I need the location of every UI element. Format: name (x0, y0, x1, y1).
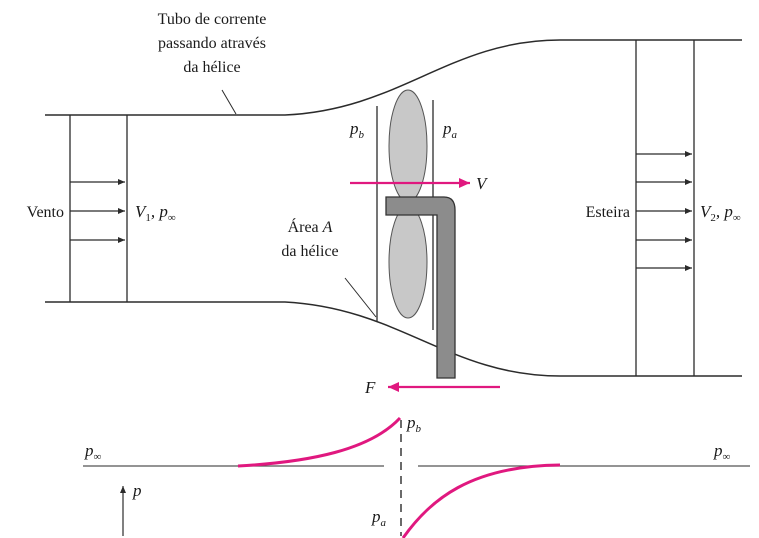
upstream-state-label: V1, p∞ (135, 202, 176, 224)
propeller-shaft (385, 196, 456, 379)
downstream-p-subscript: ∞ (733, 212, 741, 224)
area-leader-line (344, 277, 377, 318)
streamtube-label-line3: da hélice (183, 59, 240, 76)
pressure-curve-upstream (237, 416, 402, 468)
downstream-state-label: V2, p∞ (700, 202, 741, 224)
velocity-label: V (476, 174, 489, 193)
streamtube-lower-boundary (45, 301, 742, 377)
pa-graph-subscript: a (381, 517, 387, 529)
streamtube-leader-line (221, 89, 237, 115)
pinf-right-symbol: p (713, 441, 723, 460)
force-label: F (364, 378, 376, 397)
downstream-p-symbol: , p (716, 202, 733, 221)
pinf-left-subscript: ∞ (94, 451, 102, 463)
upstream-p-subscript: ∞ (168, 212, 176, 224)
streamtube-label-line1: Tubo de corrente (158, 11, 267, 28)
pb-top-subscript: b (359, 129, 365, 141)
upstream-v-subscript: 1 (145, 212, 151, 224)
pa-label-top: pa (442, 119, 458, 141)
downstream-v-symbol: V (700, 202, 713, 221)
area-label-line2: da hélice (281, 243, 338, 260)
propeller-lower-blade (388, 205, 428, 319)
pb-top-symbol: p (349, 119, 359, 138)
pinf-left-symbol: p (84, 441, 94, 460)
wake-label: Esteira (586, 204, 630, 221)
area-label-prefix: Área (288, 217, 323, 236)
pressure-curve-downstream (401, 463, 561, 538)
upstream-p-symbol: , p (151, 202, 168, 221)
streamtube-label-line2: passando através (158, 35, 266, 52)
area-label-symbol: A (322, 219, 333, 236)
pa-top-symbol: p (442, 119, 452, 138)
wind-label: Vento (27, 204, 64, 221)
propeller-upper-blade (388, 89, 428, 203)
pinf-right-subscript: ∞ (723, 451, 731, 463)
upstream-v-symbol: V (135, 202, 148, 221)
streamtube-upper-boundary (45, 39, 742, 116)
pb-graph-label: pb (406, 413, 422, 435)
pb-label-top: pb (349, 119, 365, 141)
area-label-line1: Área A (288, 217, 333, 236)
pinf-left-label: p∞ (84, 441, 102, 463)
pa-graph-label: pa (371, 507, 387, 529)
pinf-right-label: p∞ (713, 441, 731, 463)
p-axis-label: p (132, 481, 142, 500)
pb-graph-subscript: b (416, 423, 422, 435)
pb-graph-symbol: p (406, 413, 416, 432)
pa-graph-symbol: p (371, 507, 381, 526)
downstream-v-subscript: 2 (710, 212, 716, 224)
pa-top-subscript: a (452, 129, 458, 141)
